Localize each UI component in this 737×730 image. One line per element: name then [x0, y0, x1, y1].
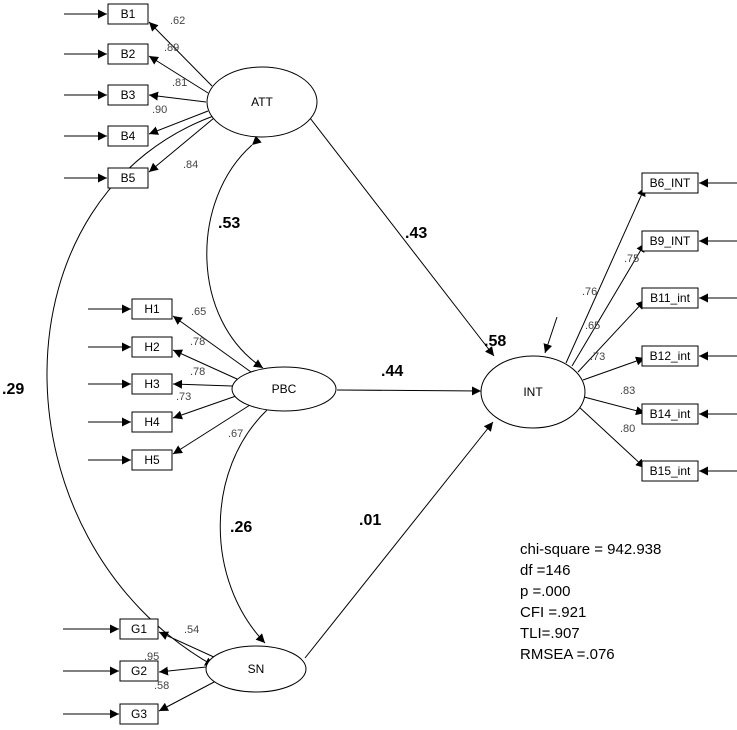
- loading-label-b5: .84: [183, 159, 198, 171]
- indicator-label-g1: G1: [131, 622, 147, 636]
- indicator-box-b1: B1: [107, 3, 149, 25]
- latent-label-pbc: PBC: [272, 382, 297, 396]
- indicator-label-b1: B1: [121, 7, 136, 21]
- fit-p: p =.000: [520, 583, 570, 600]
- latent-label-att: ATT: [251, 95, 273, 109]
- loading-label-b15-int: .80: [620, 423, 635, 435]
- indicator-box-b12-int: B12_int: [641, 345, 699, 367]
- loading-label-g3: .58: [154, 680, 169, 692]
- indicator-box-g3: G3: [119, 703, 159, 725]
- loading-label-b12-int: .73: [590, 351, 605, 363]
- fit-rmsea: RMSEA =.076: [520, 646, 615, 663]
- indicator-label-h5: H5: [144, 453, 160, 467]
- indicator-label-b3: B3: [121, 88, 136, 102]
- indicator-box-h4: H4: [131, 411, 173, 433]
- loading-labels: .62 .89 .81 .90 .84 .65 .78 .78 .73 .67 …: [144, 15, 639, 692]
- covariance-curves: [46, 105, 277, 667]
- indicator-label-b12-int: B12_int: [650, 349, 691, 363]
- indicator-box-b5: B5: [107, 167, 149, 189]
- loading-label-h1: .65: [191, 306, 206, 318]
- indicator-box-h3: H3: [131, 373, 173, 395]
- indicator-box-g1: G1: [119, 618, 159, 640]
- fit-df: df =146: [520, 562, 570, 579]
- indicator-label-h3: H3: [144, 377, 160, 391]
- indicator-box-h1: H1: [131, 298, 173, 320]
- indicator-box-b3: B3: [107, 84, 149, 106]
- indicator-box-b9-int: B9_INT: [641, 230, 699, 252]
- indicator-box-b11-int: B11_int: [641, 287, 699, 309]
- indicator-label-b2: B2: [121, 47, 136, 61]
- loading-label-b3: .81: [172, 77, 187, 89]
- indicator-label-b5: B5: [121, 171, 136, 185]
- indicator-label-h4: H4: [144, 415, 160, 429]
- indicator-box-g2: G2: [119, 660, 159, 682]
- indicator-box-b6-int: B6_INT: [641, 172, 699, 194]
- path-coef-pbc-int: .44: [381, 363, 403, 380]
- indicator-label-b14-int: B14_int: [650, 407, 691, 421]
- latent-att: ATT: [206, 66, 318, 138]
- loading-label-h4: .73: [176, 391, 191, 403]
- indicator-box-b4: B4: [107, 125, 149, 147]
- cov-att-pbc: .53: [218, 215, 240, 232]
- loading-label-b6-int: .76: [582, 286, 597, 298]
- latent-pbc: PBC: [231, 366, 337, 412]
- loading-label-b2: .89: [164, 42, 179, 54]
- loading-label-h2: .78: [190, 336, 205, 348]
- loading-label-g1: .54: [184, 624, 199, 636]
- indicator-box-b2: B2: [107, 43, 149, 65]
- latent-label-int: INT: [523, 385, 543, 399]
- path-coefficients: .43 .44 .01 .58 .53 .26 .29: [2, 215, 506, 536]
- loading-label-b4: .90: [152, 104, 167, 116]
- r-squared-int: .58: [484, 333, 506, 350]
- loading-label-h5: .67: [228, 428, 243, 440]
- loading-label-b11-int: .65: [585, 320, 600, 332]
- loading-label-g2: .95: [144, 651, 159, 663]
- error-arrows: [63, 9, 737, 719]
- loading-label-h3: .78: [190, 366, 205, 378]
- fit-statistics: chi-square = 942.938 df =146 p =.000 CFI…: [520, 541, 661, 663]
- path-coef-att-int: .43: [405, 225, 427, 242]
- indicator-label-b6-int: B6_INT: [650, 176, 691, 190]
- indicator-label-b15-int: B15_int: [650, 464, 691, 478]
- latent-label-sn: SN: [248, 662, 265, 676]
- fit-tli: TLI=.907: [520, 625, 580, 642]
- indicator-box-b15-int: B15_int: [641, 460, 699, 482]
- cov-pbc-sn: .26: [230, 519, 252, 536]
- indicator-label-b11-int: B11_int: [650, 291, 690, 305]
- indicator-label-h1: H1: [144, 302, 160, 316]
- indicator-box-b14-int: B14_int: [641, 403, 699, 425]
- indicator-box-h5: H5: [131, 449, 173, 471]
- cov-att-sn: .29: [2, 381, 24, 398]
- fit-cfi: CFI =.921: [520, 604, 586, 621]
- indicator-label-b4: B4: [121, 129, 136, 143]
- indicator-label-b9-int: B9_INT: [650, 234, 691, 248]
- loading-label-b1: .62: [170, 15, 185, 27]
- structural-paths: [304, 117, 495, 659]
- latent-int: INT: [480, 355, 586, 429]
- path-coef-sn-int: .01: [359, 512, 381, 529]
- loading-label-b9-int: .75: [624, 253, 639, 265]
- indicator-label-h2: H2: [144, 340, 160, 354]
- indicator-box-h2: H2: [131, 336, 173, 358]
- loading-label-b14-int: .83: [620, 385, 635, 397]
- indicator-label-g2: G2: [131, 664, 147, 678]
- fit-chi-square: chi-square = 942.938: [520, 541, 661, 558]
- latent-sn: SN: [205, 645, 307, 693]
- indicator-label-g3: G3: [131, 707, 147, 721]
